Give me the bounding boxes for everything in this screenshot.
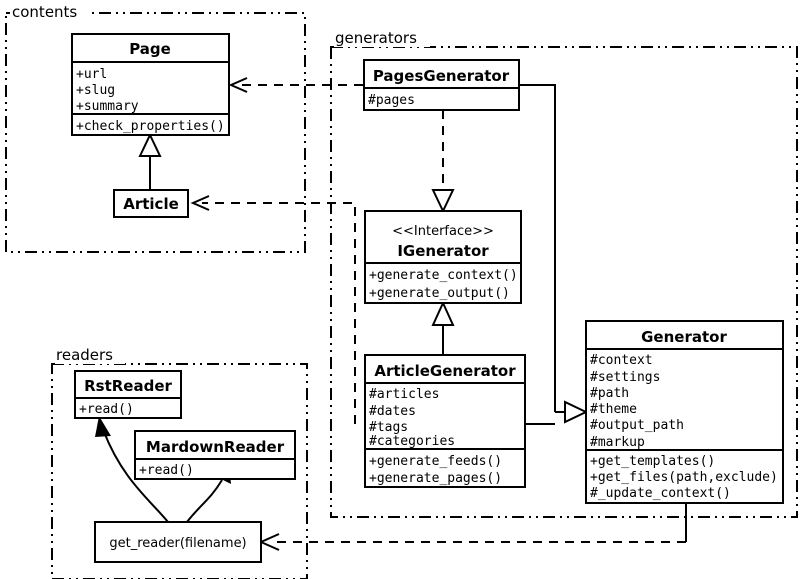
function-get-reader[interactable]: get_reader(filename) [94,521,262,563]
class-attr-article-generator-dates: #dates [369,404,416,419]
class-attr-generator-output-path: #output_path [590,418,684,433]
class-attr-article-generator-tags: #tags [369,420,408,435]
class-page[interactable]: Page +url +slug +summary +check_properti… [71,33,230,136]
class-attr-generator-theme: #theme [590,402,637,417]
class-attr-pages-generator-pages: #pages [368,93,415,108]
class-method-generator-get-files: +get_files(path,exclude) [590,470,778,485]
arrowhead-open-article [190,195,210,211]
function-label-get-reader: get_reader(filename) [109,536,246,551]
class-rst-reader[interactable]: RstReader +read() [74,370,182,419]
class-attr-article-generator-articles: #articles [369,387,439,402]
edge-get-reader-returns-mardownreader [186,479,223,523]
class-box-generator [585,320,784,504]
class-article-generator[interactable]: ArticleGenerator #articles #dates #tags … [364,354,526,488]
class-box-article-generator [364,354,526,488]
arrowhead-open-get-reader [258,533,280,551]
class-attr-page-slug: +slug [76,83,115,98]
class-method-igenerator-generate-context: +generate_context() [369,268,518,283]
class-mardown-reader[interactable]: MardownReader +read() [134,430,296,480]
class-name-igenerator: IGenerator [397,242,489,260]
class-name-mardown-reader: MardownReader [146,438,285,456]
class-box-article [113,189,189,218]
class-attr-generator-context: #context [590,353,653,368]
package-frame-generators [330,46,798,518]
class-attr-page-summary: +summary [76,99,139,114]
package-label-generators: generators [335,29,417,47]
class-stereotype-igenerator: <<Interface>> [392,224,494,239]
class-box-page [71,33,230,136]
arrowhead-solid-rstreader [95,416,111,437]
class-method-igenerator-generate-output: +generate_output() [369,286,510,301]
class-igenerator[interactable]: <<Interface>> IGenerator +generate_conte… [364,210,522,304]
arrowhead-hollow-igenerator-top [431,189,455,214]
package-label-bg-contents [10,4,88,22]
class-generator[interactable]: Generator #context #settings #path #them… [585,320,784,504]
class-method-page-check-properties: +check_properties() [76,119,225,134]
edge-get-reader-returns-rstreader [103,431,169,523]
class-box-mardown-reader [134,430,296,480]
class-box-rst-reader [74,370,182,419]
class-name-pages-generator: PagesGenerator [373,67,510,85]
class-name-article-generator: ArticleGenerator [374,362,516,380]
class-name-article: Article [123,195,179,213]
package-frame-readers [51,363,308,579]
class-attr-generator-markup: #markup [590,435,645,450]
class-name-page: Page [129,40,171,58]
arrowhead-hollow-page [138,132,162,157]
class-attr-generator-settings: #settings [590,370,660,385]
class-method-article-generator-generate-feeds: +generate_feeds() [369,454,502,469]
arrowhead-hollow-generator [564,400,589,424]
class-method-mardown-reader-read: +read() [139,463,194,478]
edge-articlegenerator-uses-article [202,202,356,424]
class-attr-page-url: +url [76,67,107,82]
class-pages-generator[interactable]: PagesGenerator #pages [363,59,520,111]
package-label-bg-generators [334,28,430,47]
class-method-rst-reader-read: +read() [79,402,134,417]
class-method-generator-update-context: #_update_context() [590,486,731,501]
arrowhead-open-page [228,77,248,93]
package-label-contents: contents [12,3,77,21]
arrowhead-hollow-igenerator-bottom [431,300,455,326]
class-article[interactable]: Article [113,189,189,218]
function-box-get-reader [94,521,262,563]
class-box-igenerator [364,210,522,304]
class-name-rst-reader: RstReader [84,377,172,395]
class-name-generator: Generator [641,328,727,346]
package-label-bg-readers [55,345,125,364]
class-box-pages-generator [363,59,520,111]
class-method-article-generator-generate-pages: +generate_pages() [369,471,502,486]
class-attr-generator-path: #path [590,386,629,401]
package-frame-contents [5,12,306,253]
class-method-generator-get-templates: +get_templates() [590,454,715,469]
package-label-readers: readers [56,346,113,364]
class-attr-article-generator-categories: #categories [369,434,455,449]
edge-pagesgenerator-extends-generator [519,84,556,412]
